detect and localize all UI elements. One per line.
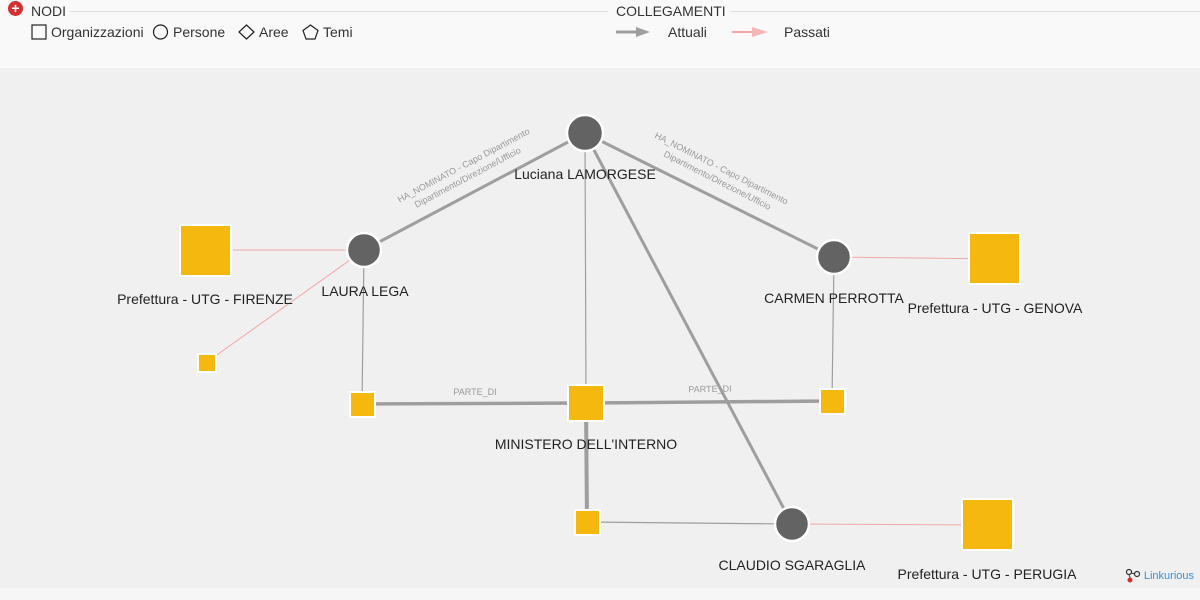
edge-sgaraglia-perugia[interactable]: [791, 523, 989, 526]
pentagon-icon: [302, 24, 319, 40]
edge-label: HA_NOMINATO - Capo Dipartimento: [653, 130, 790, 206]
legend-divider: [28, 11, 608, 12]
node-label-perugia: Prefettura - UTG - PERUGIA: [898, 566, 1078, 582]
legend-item-attuali[interactable]: Attuali: [616, 24, 707, 40]
legend-item-label: Organizzazioni: [51, 24, 144, 40]
edge-lamorgese-perrotta[interactable]: [584, 131, 835, 259]
legend-nodes-title: NODI: [27, 3, 70, 19]
graph-svg[interactable]: HA_NOMINATO - Capo Dipartimento Dipartim…: [0, 68, 1200, 588]
edge-lega-org-small[interactable]: [206, 249, 365, 363]
legend-item-organizzazioni[interactable]: Organizzazioni: [31, 24, 144, 40]
edge-lega-orgleft[interactable]: [361, 249, 365, 405]
circle-icon: [152, 24, 169, 40]
node-label-firenze: Prefettura - UTG - FIRENZE: [117, 291, 293, 307]
node-label-ministero: MINISTERO DELL'INTERNO: [495, 436, 677, 452]
legend-item-label: Temi: [323, 24, 353, 40]
edge-lamorgese-lega[interactable]: [363, 131, 586, 252]
edge-label: PARTE_DI: [453, 387, 496, 397]
legend-item-passati[interactable]: Passati: [732, 24, 830, 40]
add-icon[interactable]: +: [8, 1, 23, 16]
legend-panel: + NODI Organizzazioni Persone Aree Temi …: [0, 0, 1200, 68]
legend-divider: [730, 11, 1200, 12]
node-ministero[interactable]: [567, 384, 605, 422]
legend-item-aree[interactable]: Aree: [238, 24, 289, 40]
edge-lamorgese-ministero[interactable]: [584, 132, 587, 404]
node-org-bottom[interactable]: [574, 509, 601, 536]
current-link-icon: [616, 27, 650, 37]
edge-orgleft-ministero[interactable]: [361, 401, 587, 406]
node-label-lamorgese: Luciana LAMORGESE: [514, 166, 656, 182]
legend-item-label: Persone: [173, 24, 226, 40]
square-icon: [31, 24, 47, 40]
node-org-right[interactable]: [819, 388, 846, 415]
edge-label: PARTE_DI: [688, 384, 731, 395]
edge-orgright-ministero[interactable]: [585, 399, 833, 405]
graph-canvas[interactable]: HA_NOMINATO - Capo Dipartimento Dipartim…: [0, 68, 1200, 588]
node-firenze[interactable]: [179, 224, 232, 277]
legend-item-label: Aree: [259, 24, 289, 40]
edge-orgbottom-ministero[interactable]: [584, 402, 589, 523]
edge-perrotta-orgright[interactable]: [831, 256, 835, 402]
node-perrotta[interactable]: [815, 238, 853, 276]
node-lega[interactable]: [345, 231, 383, 269]
node-label-genova: Prefettura - UTG - GENOVA: [908, 300, 1083, 316]
edge-lamorgese-sgaraglia[interactable]: [583, 132, 794, 525]
node-label-lega: LAURA LEGA: [321, 283, 409, 299]
brand-label: Linkurious: [1143, 570, 1194, 582]
linkurious-link[interactable]: Linkurious: [1125, 568, 1194, 584]
node-label-sgaraglia: CLAUDIO SGARAGLIA: [718, 557, 866, 573]
edge-orgbottom-sgaraglia[interactable]: [586, 521, 793, 525]
node-genova[interactable]: [968, 232, 1021, 285]
legend-item-label: Attuali: [668, 24, 707, 40]
bottom-bar: [0, 588, 1200, 600]
legend-links-title: COLLEGAMENTI: [612, 3, 730, 19]
edge-label: HA_NOMINATO - Capo Dipartimento: [396, 126, 532, 204]
legend-item-persone[interactable]: Persone: [152, 24, 225, 40]
node-lamorgese[interactable]: [565, 113, 605, 153]
past-link-icon: [732, 27, 768, 37]
node-perugia[interactable]: [961, 498, 1014, 551]
legend-item-temi[interactable]: Temi: [302, 24, 353, 40]
node-org-left[interactable]: [349, 391, 376, 418]
node-label-perrotta: CARMEN PERROTTA: [764, 290, 904, 306]
diamond-icon: [238, 24, 255, 40]
node-sgaraglia[interactable]: [773, 505, 811, 543]
legend-item-label: Passati: [784, 24, 830, 40]
linkurious-logo-icon: [1125, 568, 1140, 583]
node-org-small[interactable]: [197, 353, 217, 373]
